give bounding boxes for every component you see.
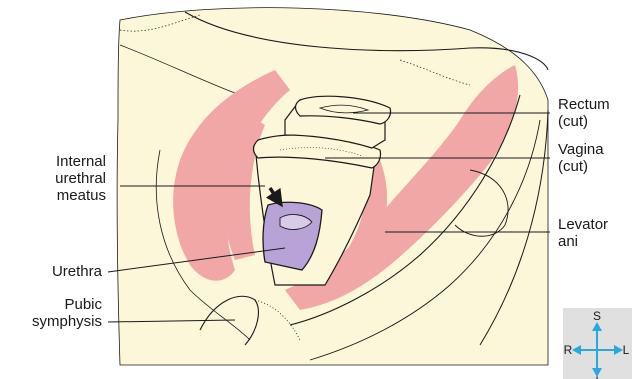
compass-label-right: R xyxy=(564,343,573,357)
label-pubic-line1: Pubic xyxy=(32,296,102,313)
label-pubic-symphysis: Pubic symphysis xyxy=(32,296,102,330)
label-meatus-line1: Internal xyxy=(55,153,106,170)
label-vagina-line2: (cut) xyxy=(558,158,604,175)
label-meatus-line3: meatus xyxy=(55,187,106,204)
label-levator-ani: Levator ani xyxy=(558,216,608,250)
label-rectum-line1: Rectum xyxy=(558,96,610,113)
compass-label-left: L xyxy=(623,343,630,357)
label-urethra-line1: Urethra xyxy=(52,263,102,280)
label-levator-line2: ani xyxy=(558,233,608,250)
label-vagina: Vagina (cut) xyxy=(558,141,604,175)
label-meatus-line2: urethral xyxy=(55,170,106,187)
orientation-compass: S R L I xyxy=(563,308,632,379)
compass-label-inferior: I xyxy=(595,374,598,379)
label-rectum-line2: (cut) xyxy=(558,113,610,130)
label-levator-line1: Levator xyxy=(558,216,608,233)
label-vagina-line1: Vagina xyxy=(558,141,604,158)
label-rectum: Rectum (cut) xyxy=(558,96,610,130)
label-internal-urethral-meatus: Internal urethral meatus xyxy=(55,153,106,204)
compass-label-superior: S xyxy=(593,309,601,323)
label-urethra: Urethra xyxy=(52,263,102,280)
label-pubic-line2: symphysis xyxy=(32,313,102,330)
